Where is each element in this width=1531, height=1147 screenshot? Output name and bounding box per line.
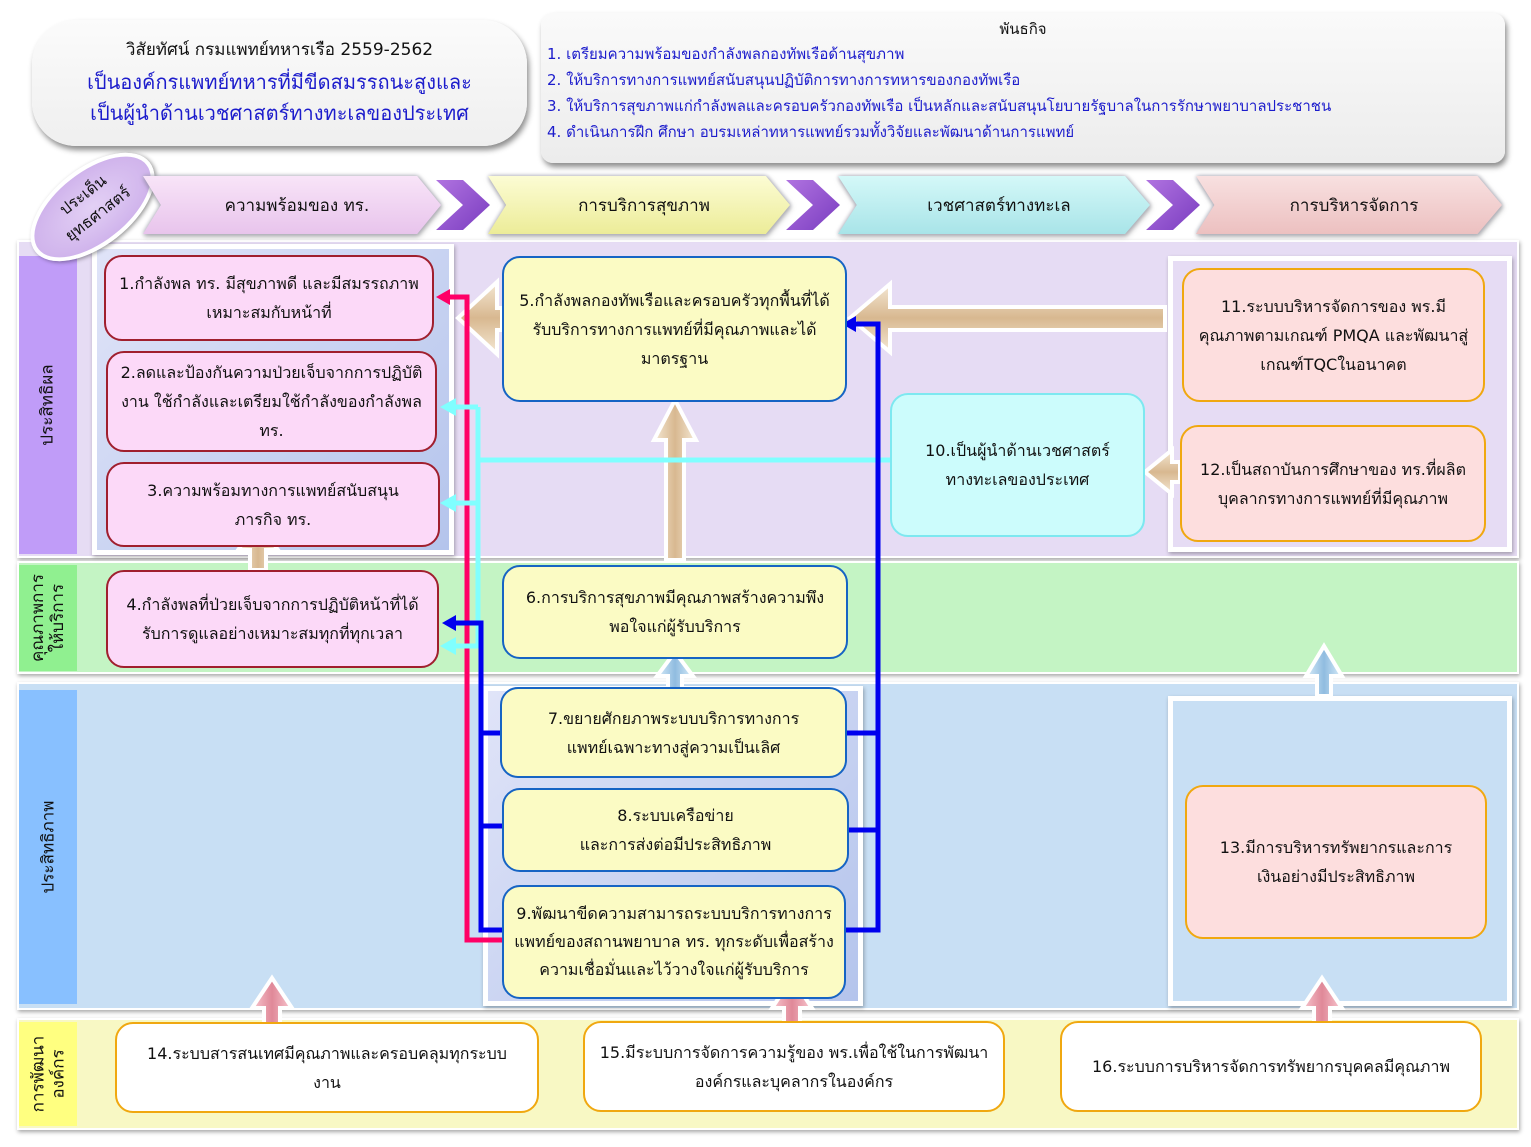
objective-4[interactable]: 4.กำลังพลที่ป่วยเจ็บจากการปฏิบัติหน้าที่…: [106, 570, 439, 668]
objective-12[interactable]: 12.เป็นสถาบันการศึกษาของ ทร.ที่ผลิตบุคลา…: [1180, 425, 1486, 542]
mission-item: 2. ให้บริการทางการแพทย์สนับสนุนปฏิบัติกา…: [547, 71, 1021, 89]
objective-1[interactable]: 1.กำลังพล ทร. มีสุขภาพดี และมีสมรรถภาพเห…: [104, 255, 434, 341]
objective-7[interactable]: 7.ขยายศักยภาพระบบบริการทางการแพทย์เฉพาะท…: [500, 687, 847, 778]
objective-5[interactable]: 5.กำลังพลกองทัพเรือและครอบครัวทุกพื้นที่…: [502, 256, 847, 402]
objective-15[interactable]: 15.มีระบบการจัดการความรู้ของ พร.เพื่อใช้…: [583, 1021, 1005, 1112]
vision-title: วิสัยทัศน์ กรมแพทย์ทหารเรือ 2559-2562: [125, 40, 434, 60]
objective-14[interactable]: 14.ระบบสารสนเทศมีคุณภาพและครอบคลุมทุกระบ…: [115, 1022, 539, 1113]
perspective-label-efficiency: ประสิทธิภาพ: [19, 690, 77, 1004]
perspective-label-service-quality: คุณภาพการให้บริการ: [19, 565, 77, 671]
objective-6[interactable]: 6.การบริการสุขภาพมีคุณภาพสร้างความพึงพอใ…: [502, 565, 848, 659]
chevron-connector-icon: [786, 180, 840, 230]
mission-panel: พันธกิจ 1. เตรียมความพร้อมของกำลังพลกองท…: [541, 13, 1505, 163]
objective-3[interactable]: 3.ความพร้อมทางการแพทย์สนับสนุนภารกิจ ทร.: [106, 462, 440, 547]
strategic-issue-marine-medicine: เวชศาสตร์ทางทะเล: [838, 176, 1150, 234]
perspective-label-org-development: การพัฒนาองค์กร: [19, 1022, 77, 1126]
mission-title: พันธกิจ: [999, 20, 1047, 38]
objective-13[interactable]: 13.มีการบริหารทรัพยากรและการเงินอย่างมีป…: [1185, 785, 1487, 939]
strategic-issue-management: การบริหารจัดการ: [1196, 176, 1502, 234]
mission-item: 4. ดำเนินการฝึก ศึกษา อบรมเหล่าทหารแพทย์…: [547, 123, 1075, 141]
mission-item: 1. เตรียมความพร้อมของกำลังพลกองทัพเรือด้…: [547, 45, 905, 63]
objective-11[interactable]: 11.ระบบบริหารจัดการของ พร.มีคุณภาพตามเกณ…: [1182, 268, 1485, 402]
objective-9[interactable]: 9.พัฒนาขีดความสามารถระบบบริการทางการแพทย…: [502, 885, 846, 999]
vision-panel: วิสัยทัศน์ กรมแพทย์ทหารเรือ 2559-2562 เป…: [32, 20, 527, 146]
chevron-connector-icon: [1146, 180, 1200, 230]
objective-8[interactable]: 8.ระบบเครือข่าย และการส่งต่อมีประสิทธิภา…: [502, 788, 849, 872]
chevron-connector-icon: [436, 180, 490, 230]
mission-item: 3. ให้บริการสุขภาพแก่กำลังพลและครอบครัวก…: [547, 97, 1332, 115]
strategic-issue-readiness: ความพร้อมของ ทร.: [143, 176, 441, 234]
objective-2[interactable]: 2.ลดและป้องกันความป่วยเจ็บจากการปฏิบัติง…: [106, 351, 437, 452]
objective-16[interactable]: 16.ระบบการบริหารจัดการทรัพยากรบุคคลมีคุณ…: [1060, 1021, 1482, 1112]
objective-10[interactable]: 10.เป็นผู้นำด้านเวชศาสตร์ทางทะเลของประเท…: [890, 393, 1145, 537]
strategic-issue-health-service: การบริการสุขภาพ: [488, 176, 790, 234]
vision-statement-line1: เป็นองค์กรแพทย์ทหารที่มีขีดสมรรถนะสูงและ: [87, 70, 472, 94]
vision-statement-line2: เป็นผู้นำด้านเวชศาสตร์ทางทะเลของประเทศ: [90, 101, 469, 125]
perspective-label-effectiveness: ประสิทธิผล: [19, 256, 77, 554]
